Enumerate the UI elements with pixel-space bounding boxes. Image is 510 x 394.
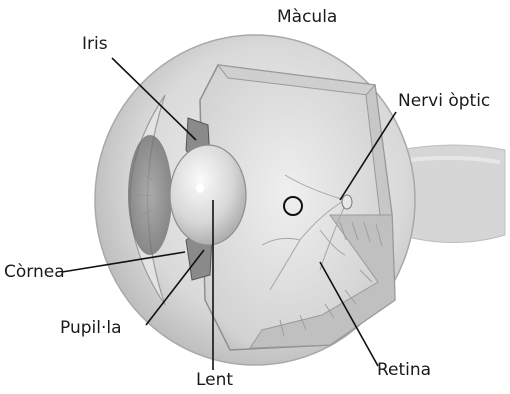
label-retina: Retina bbox=[377, 362, 431, 379]
optic-disc bbox=[342, 195, 352, 209]
label-pupil: Pupil·la bbox=[60, 320, 122, 337]
label-iris: Iris bbox=[82, 36, 108, 53]
lens bbox=[170, 145, 246, 245]
label-lens: Lent bbox=[196, 372, 233, 389]
iris-front bbox=[128, 135, 172, 255]
label-cornea: Còrnea bbox=[4, 264, 65, 281]
optic-nerve-stub bbox=[400, 145, 505, 243]
lens-highlight bbox=[196, 183, 204, 193]
label-optic-nerve: Nervi òptic bbox=[398, 93, 490, 110]
label-macula: Màcula bbox=[277, 9, 337, 26]
